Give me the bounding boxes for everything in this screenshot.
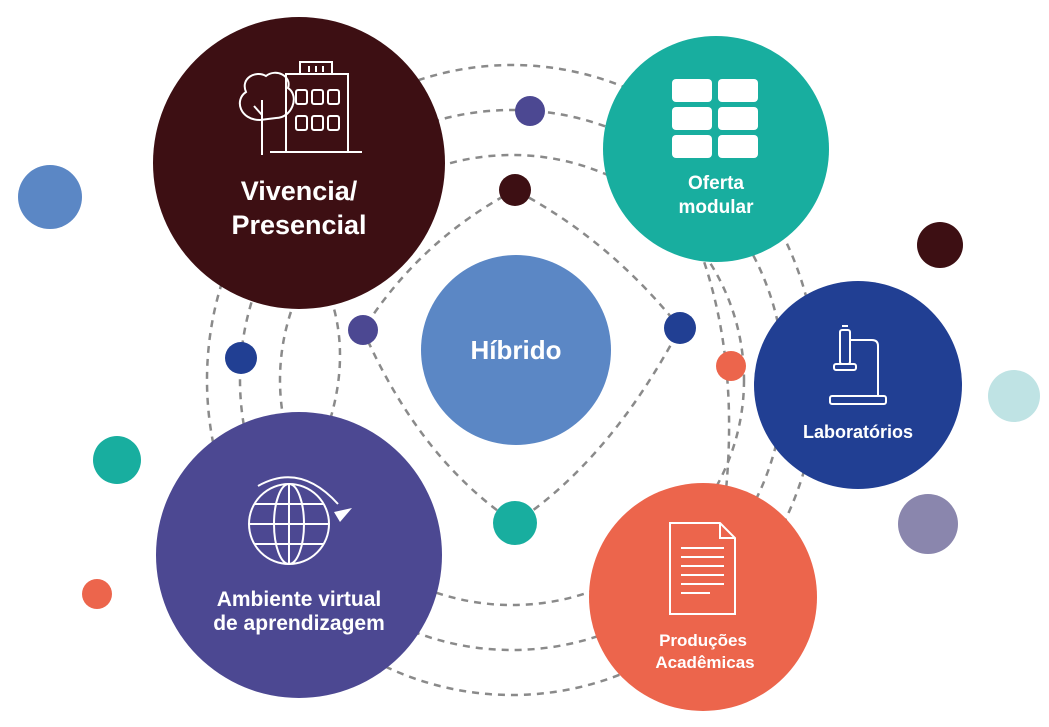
- node-presencial: Vivencia/ Presencial: [153, 17, 445, 309]
- junction-dots: [225, 96, 746, 545]
- accent-dot-dark-red: [917, 222, 963, 268]
- node-producoes-label-line2: Acadêmicas: [655, 653, 754, 672]
- rotate-arrowhead: [334, 508, 352, 522]
- document-icon: [669, 522, 736, 615]
- junction-dot-teal: [493, 501, 537, 545]
- node-oferta-circle: [603, 36, 829, 262]
- node-oferta: Oferta modular: [603, 36, 829, 262]
- accent-dot-lavender: [898, 494, 958, 554]
- accent-dot-light-blue: [18, 165, 82, 229]
- junction-dot-navy-right: [664, 312, 696, 344]
- node-producoes: Produções Acadêmicas: [589, 483, 817, 711]
- globe-rotate-icon: [248, 476, 339, 565]
- node-ambiente-label-line2: de aprendizagem: [213, 612, 385, 635]
- junction-dot-dark-red: [499, 174, 531, 206]
- node-presencial-label-line2: Presencial: [231, 210, 366, 240]
- node-oferta-label-line1: Oferta: [688, 173, 744, 194]
- microscope-icon: [829, 325, 887, 405]
- orbit-ring-inner: [278, 153, 746, 607]
- modules-grid-icon: [672, 79, 758, 158]
- node-laboratorios-label: Laboratórios: [803, 422, 913, 442]
- building-tree-icon: [238, 61, 362, 155]
- junction-dot-purple-left: [348, 315, 378, 345]
- node-ambiente: Ambiente virtual de aprendizagem: [156, 412, 442, 698]
- node-laboratorios-circle: [754, 281, 962, 489]
- accent-dot-teal: [93, 436, 141, 484]
- junction-dot-purple-top: [515, 96, 545, 126]
- center-label: Híbrido: [471, 335, 562, 365]
- junction-dot-navy-left: [225, 342, 257, 374]
- node-ambiente-label-line1: Ambiente virtual: [217, 588, 382, 611]
- connector-arc-left: [298, 239, 342, 421]
- accent-dot-coral: [82, 579, 112, 609]
- center-node-hibrido: Híbrido: [421, 255, 611, 445]
- node-presencial-circle: [153, 17, 445, 309]
- node-presencial-label-line1: Vivencia/: [241, 176, 358, 206]
- node-producoes-circle: [589, 483, 817, 711]
- junction-dot-coral: [716, 351, 746, 381]
- node-oferta-label-line2: modular: [679, 197, 755, 218]
- center-circle: [421, 255, 611, 445]
- accent-dots: [18, 165, 1040, 609]
- node-producoes-label-line1: Produções: [659, 631, 747, 650]
- node-laboratorios: Laboratórios: [754, 281, 962, 489]
- accent-dot-pale-cyan: [988, 370, 1040, 422]
